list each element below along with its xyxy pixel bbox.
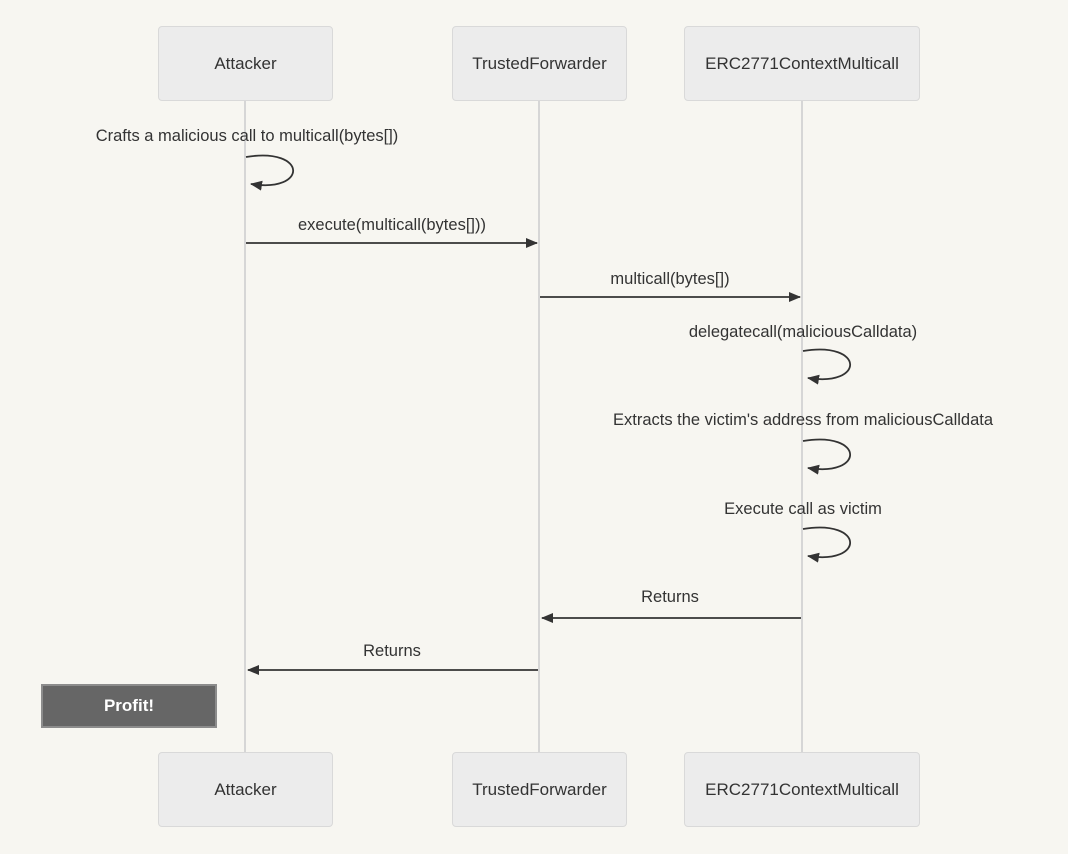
actor-label-trustedforwarder-top: TrustedForwarder — [472, 53, 607, 73]
self-loop-delegatecall — [802, 348, 851, 385]
message-label-multicall-bytes: multicall(bytes[]) — [610, 270, 730, 288]
lifeline-erc2771contextmulticall — [801, 101, 803, 752]
message-label-execute-call-as-victim: Execute call as victim — [724, 500, 882, 518]
self-loop-crafts-malicious-call — [245, 154, 294, 191]
message-label-extracts-victim-address: Extracts the victim's address from malic… — [612, 411, 994, 429]
actor-box-trustedforwarder-bottom: TrustedForwarder — [452, 752, 627, 827]
actor-box-attacker-bottom: Attacker — [158, 752, 333, 827]
actor-box-erc2771contextmulticall-top: ERC2771ContextMulticall — [684, 26, 920, 101]
message-label-crafts-malicious-call: Crafts a malicious call to multicall(byt… — [95, 127, 399, 145]
self-loop-extracts-victim-address — [802, 438, 851, 475]
message-label-returns-to-attacker: Returns — [363, 642, 421, 660]
message-label-execute-multicall: execute(multicall(bytes[])) — [298, 216, 486, 234]
self-loop-execute-call-as-victim — [802, 526, 851, 563]
lifeline-attacker — [244, 101, 246, 752]
actor-label-erc2771contextmulticall-bottom: ERC2771ContextMulticall — [705, 779, 899, 799]
actor-label-attacker-bottom: Attacker — [214, 779, 277, 799]
message-label-delegatecall: delegatecall(maliciousCalldata) — [688, 323, 918, 341]
actor-box-trustedforwarder-top: TrustedForwarder — [452, 26, 627, 101]
actor-box-attacker-top: Attacker — [158, 26, 333, 101]
actor-label-trustedforwarder-bottom: TrustedForwarder — [472, 779, 607, 799]
actor-label-attacker-top: Attacker — [214, 53, 277, 73]
lifeline-trustedforwarder — [538, 101, 540, 752]
actor-box-erc2771contextmulticall-bottom: ERC2771ContextMulticall — [684, 752, 920, 827]
actor-label-erc2771contextmulticall-top: ERC2771ContextMulticall — [705, 53, 899, 73]
message-label-returns-to-trustedforwarder: Returns — [641, 588, 699, 606]
note-profit-label: Profit! — [103, 696, 155, 715]
note-profit: Profit! — [41, 684, 217, 728]
